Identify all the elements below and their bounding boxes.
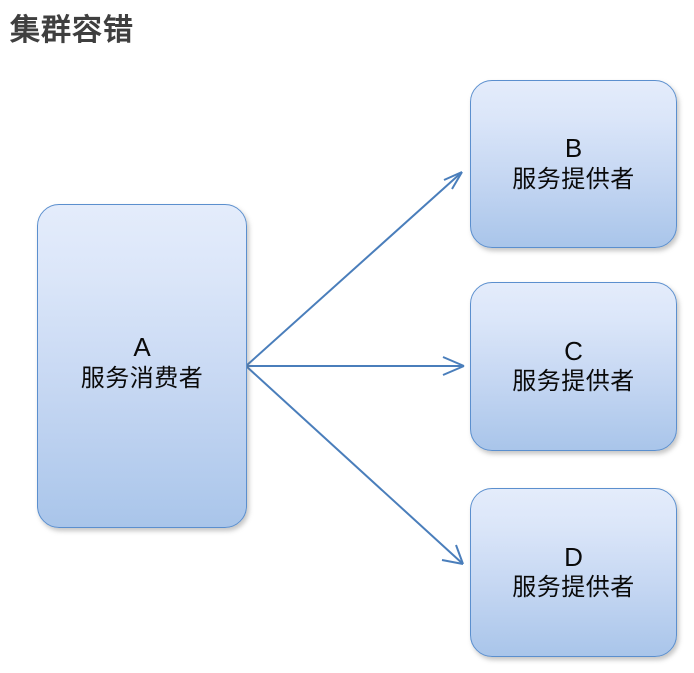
page-title: 集群容错 bbox=[10, 14, 134, 47]
node-b-code: B bbox=[564, 133, 583, 164]
node-a-role: 服务消费者 bbox=[80, 364, 204, 392]
node-b[interactable]: B 服务提供者 bbox=[470, 80, 677, 248]
node-c-role: 服务提供者 bbox=[512, 368, 635, 396]
node-d-role: 服务提供者 bbox=[512, 574, 635, 602]
node-a-code: A bbox=[133, 332, 151, 363]
node-a[interactable]: A 服务消费者 bbox=[37, 204, 247, 528]
node-d[interactable]: D 服务提供者 bbox=[470, 488, 677, 657]
node-b-role: 服务提供者 bbox=[512, 165, 635, 193]
node-d-code: D bbox=[564, 541, 583, 572]
node-c-code: C bbox=[564, 335, 583, 366]
connector-a-to-c bbox=[246, 356, 465, 376]
connector-a-to-d bbox=[245, 365, 464, 565]
node-c[interactable]: C 服务提供者 bbox=[470, 282, 677, 451]
connector-a-to-b bbox=[245, 171, 463, 367]
